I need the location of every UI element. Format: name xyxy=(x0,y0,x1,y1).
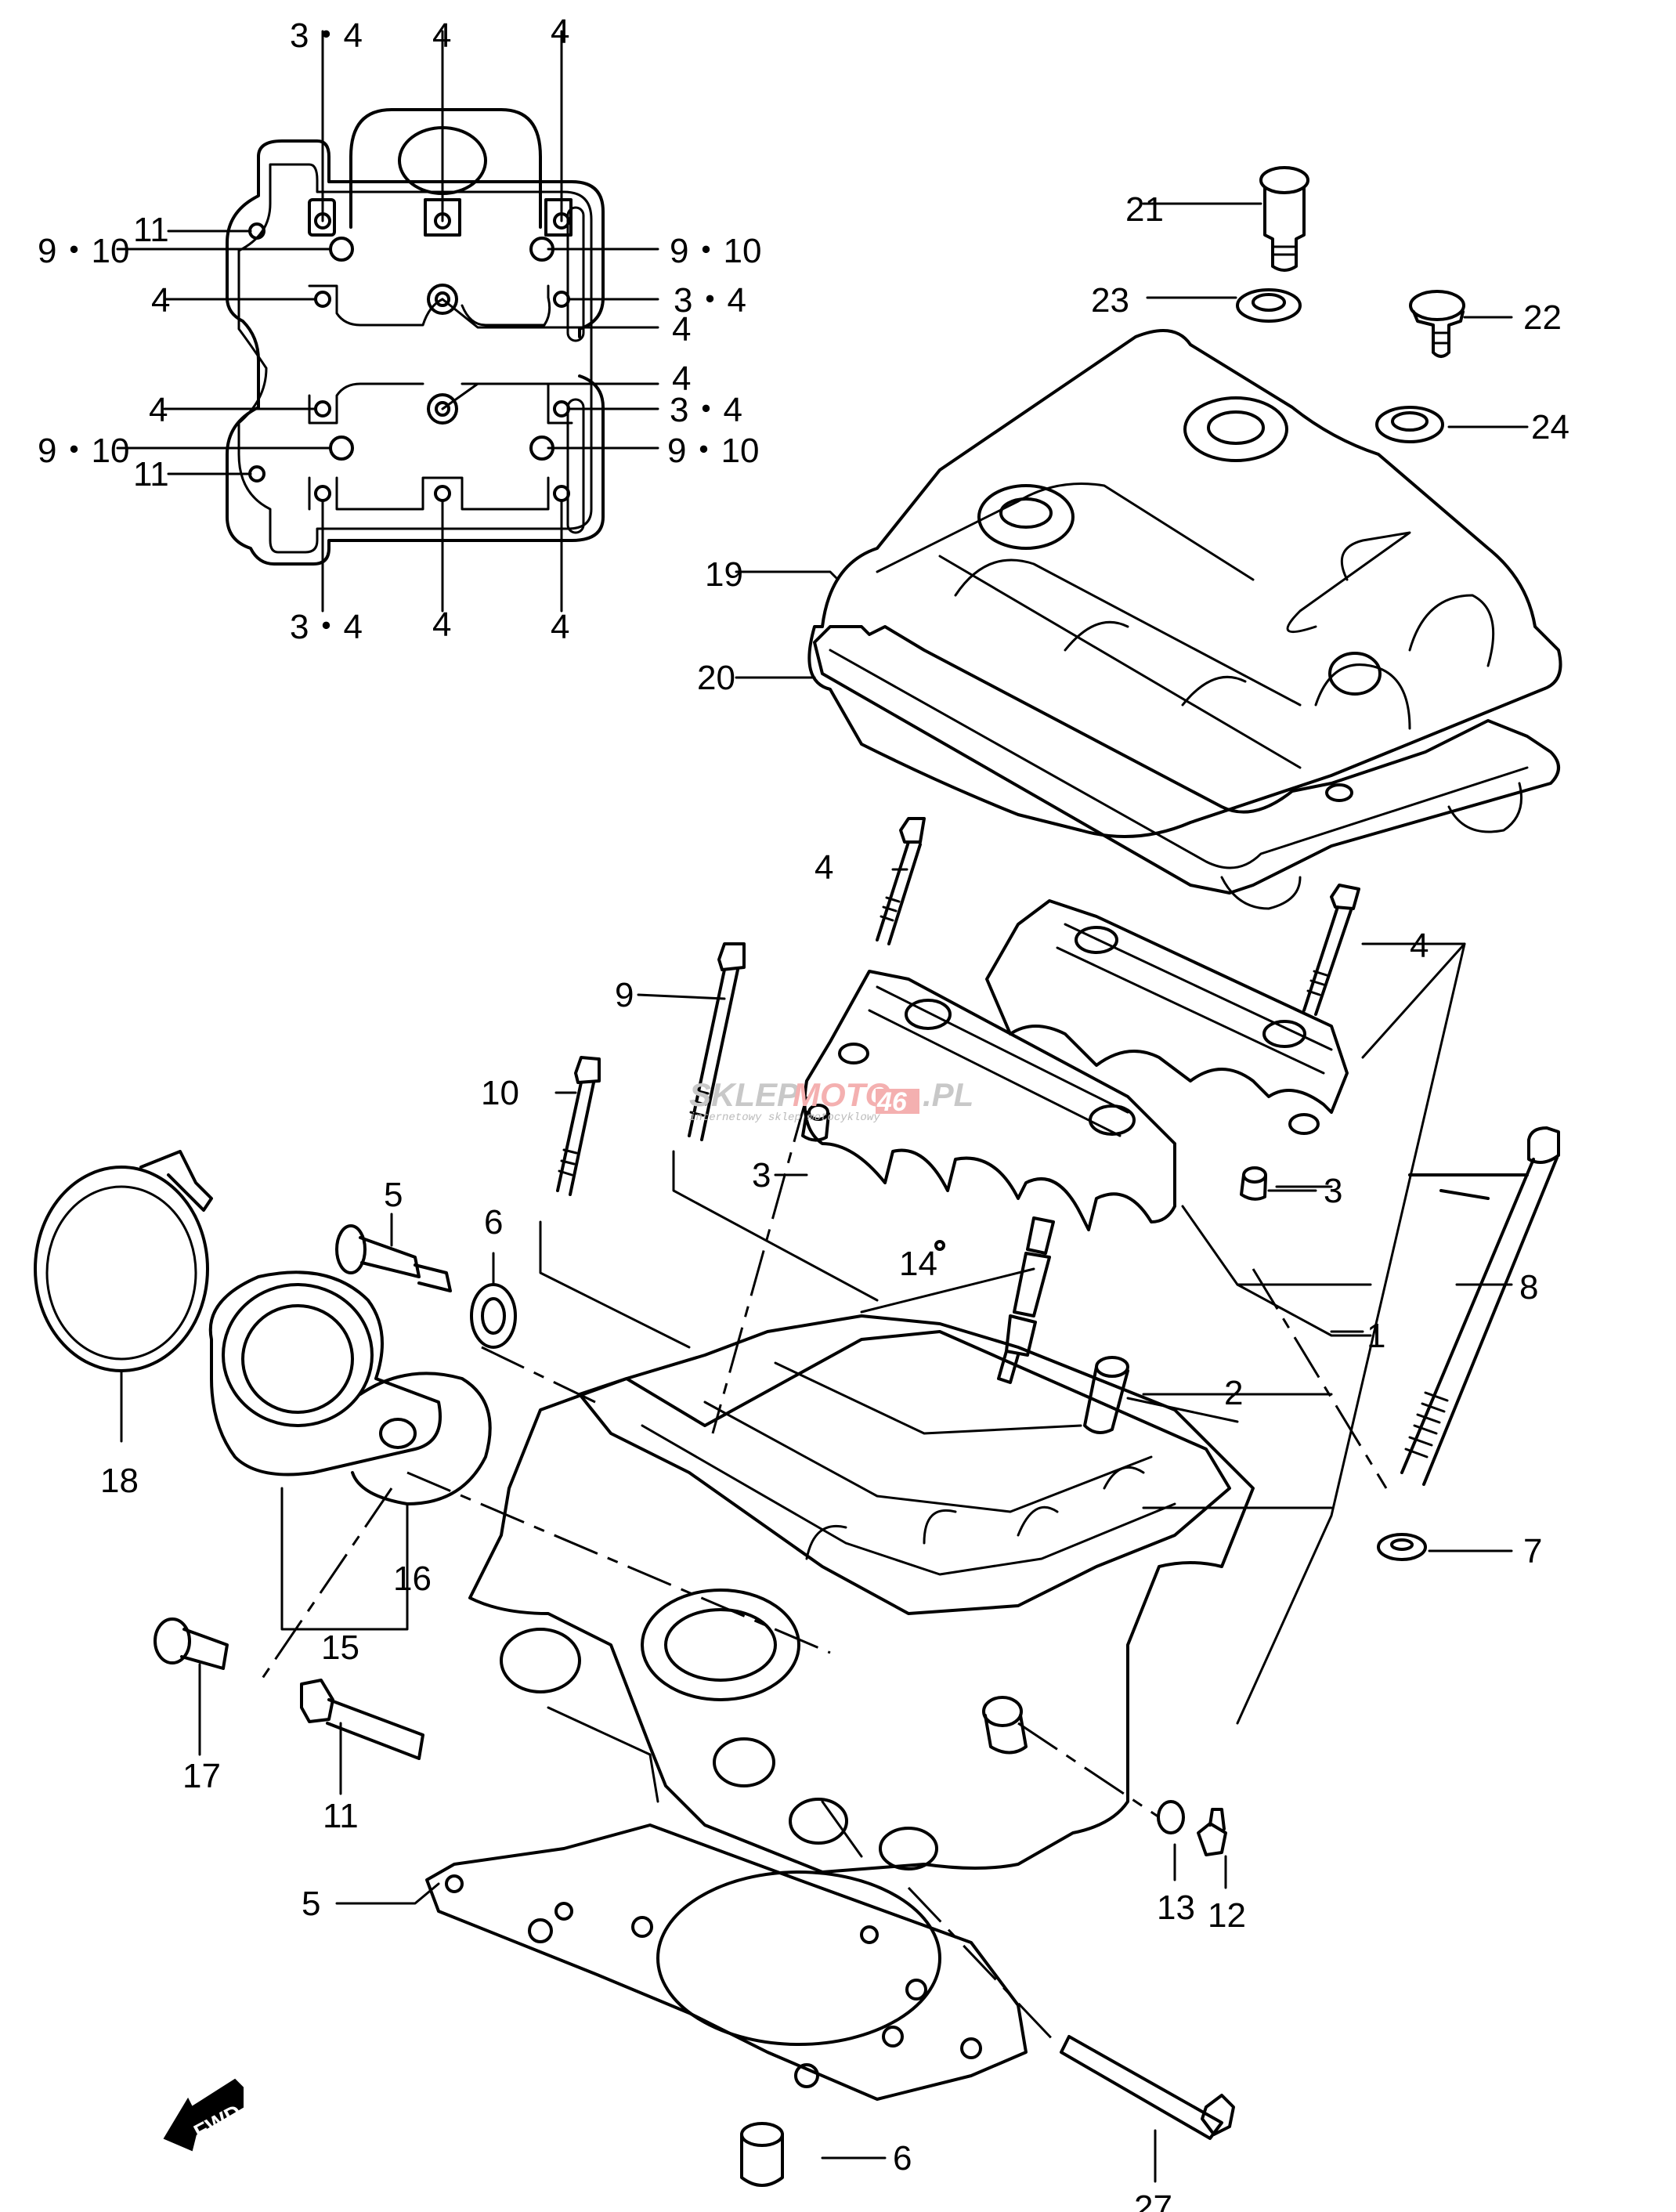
inset-label: 3・4 xyxy=(290,16,363,55)
part-6-dowel xyxy=(740,2122,784,2187)
part-4-bolt-a xyxy=(876,817,926,945)
part-15-washer xyxy=(1157,1800,1185,1834)
callout-7: 5 xyxy=(384,1176,403,1214)
callout-leaders xyxy=(120,202,1529,2183)
part-25-grommet xyxy=(1236,288,1302,323)
inset-label: 3・4 xyxy=(670,391,742,429)
inset-label: 3・4 xyxy=(674,281,746,320)
inset-label: 4 xyxy=(551,13,569,51)
cylinder-head xyxy=(468,1240,1255,1874)
callout-24: 22 xyxy=(1523,298,1562,337)
part-7-bolt xyxy=(335,1224,452,1292)
watermark-tagline: internetowy sklep motocyklowy xyxy=(689,1111,880,1124)
part-8-washer xyxy=(470,1283,517,1349)
callout-21: 19 xyxy=(705,555,743,594)
part-23-bolt xyxy=(1259,166,1309,272)
callout-15: 13 xyxy=(1157,1889,1195,1927)
watermark-text-46: 46 xyxy=(876,1087,908,1117)
part-9-washer xyxy=(1377,1533,1427,1561)
callout-8: 6 xyxy=(484,1203,503,1242)
callout-11: 9 xyxy=(615,976,634,1014)
callout-17: 15 xyxy=(321,1628,359,1667)
watermark-text-moto: MOTO xyxy=(793,1076,890,1113)
inset-label: 4 xyxy=(672,310,691,349)
callout-4a: 4 xyxy=(815,848,833,887)
part-19-bolt xyxy=(154,1617,229,1670)
inset-label: 9・10 xyxy=(38,432,129,470)
inset-label: 9・10 xyxy=(38,232,129,270)
part-10-long-bolt xyxy=(1400,1126,1560,1486)
watermark-text-pl: .PL xyxy=(923,1076,973,1113)
callout-19: 17 xyxy=(182,1757,221,1795)
part-26-washer xyxy=(1375,406,1444,443)
callout-13: 11 xyxy=(323,1797,359,1835)
callout-labels: 21 23 22 24 19 20 4 4 9 10 3 3 8 5 6 14 … xyxy=(100,190,1569,2212)
callout-27: 27 xyxy=(1134,2189,1172,2212)
callout-10: 8 xyxy=(1519,1268,1538,1307)
part-12-bolt xyxy=(556,1056,601,1196)
part-4-bolt-b xyxy=(1302,884,1360,1016)
inset-bolt-pattern: 3・4 4 4 11 9・10 9・10 4 3・4 4 4 4 3・4 9・1… xyxy=(38,13,761,646)
inset-label: 4 xyxy=(432,605,451,644)
part-27-bolt xyxy=(1060,2035,1235,2140)
part-2-tappet xyxy=(1083,1356,1129,1434)
callout-9: 7 xyxy=(1523,1532,1542,1570)
inset-label: 4 xyxy=(551,608,569,646)
head-dowel xyxy=(982,1696,1028,1755)
head-cover-gasket xyxy=(813,625,1560,910)
part-5-head-gasket xyxy=(425,1823,1028,2101)
callout-3b: 3 xyxy=(1324,1172,1342,1210)
inset-label: 4 xyxy=(432,16,451,55)
part-24-bolt xyxy=(1409,290,1465,358)
callout-6: 6 xyxy=(893,2139,912,2178)
callout-1: 1 xyxy=(1367,1317,1385,1355)
callout-20: 18 xyxy=(100,1462,139,1500)
inset-label: 9・10 xyxy=(667,432,759,470)
part-3-dowel-b xyxy=(1240,1166,1267,1201)
inset-label: 11 xyxy=(133,455,169,493)
inset-label: 11 xyxy=(133,211,169,249)
part-14-bolt xyxy=(1197,1808,1227,1856)
part-17-intake-pipe xyxy=(208,1270,442,1476)
part-13-bolt xyxy=(300,1679,424,1760)
part-20-clamp xyxy=(34,1150,213,1372)
inset-label: 4 xyxy=(672,360,691,398)
inset-label: 4 xyxy=(151,281,170,320)
callout-26: 24 xyxy=(1531,408,1569,446)
callout-12: 10 xyxy=(481,1074,519,1112)
inset-label: 3・4 xyxy=(290,608,363,646)
inset-label: 9・10 xyxy=(670,232,761,270)
callout-5: 5 xyxy=(302,1885,320,1923)
watermark: SKLEP MOTO 46 .PL internetowy sklep moto… xyxy=(689,1076,973,1124)
part-16-spark-plug xyxy=(997,1216,1055,1384)
watermark-text-sklep: SKLEP xyxy=(689,1076,800,1113)
callout-25: 23 xyxy=(1091,281,1129,320)
part-18-o-ring xyxy=(351,1372,492,1505)
callout-22: 20 xyxy=(697,659,735,697)
part-3-dowel-a xyxy=(801,1104,830,1142)
cylinder-head-cover xyxy=(807,329,1562,838)
fwd-arrow: FWD xyxy=(163,2078,245,2152)
inset-label: 4 xyxy=(149,391,168,429)
callout-23: 21 xyxy=(1125,190,1164,229)
callout-18: 16 xyxy=(393,1560,432,1598)
callout-4b: 4 xyxy=(1410,927,1429,965)
callout-14: 12 xyxy=(1208,1896,1246,1935)
callout-16: 14 xyxy=(899,1245,937,1283)
callout-3a: 3 xyxy=(752,1156,771,1195)
callout-2: 2 xyxy=(1224,1374,1243,1412)
camshaft-journal-holders xyxy=(803,899,1349,1231)
